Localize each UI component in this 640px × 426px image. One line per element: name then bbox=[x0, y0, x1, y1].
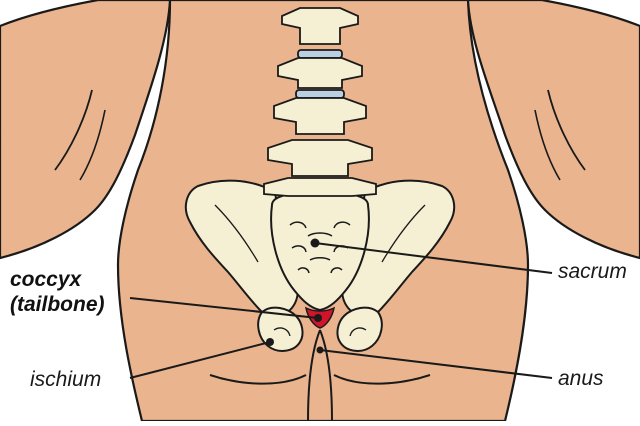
coccyx-label: coccyx bbox=[10, 268, 81, 291]
anus-label: anus bbox=[558, 367, 604, 390]
ischium-label: ischium bbox=[30, 368, 101, 391]
tailbone-label: (tailbone) bbox=[10, 293, 105, 316]
sacrum-label: sacrum bbox=[558, 260, 627, 283]
